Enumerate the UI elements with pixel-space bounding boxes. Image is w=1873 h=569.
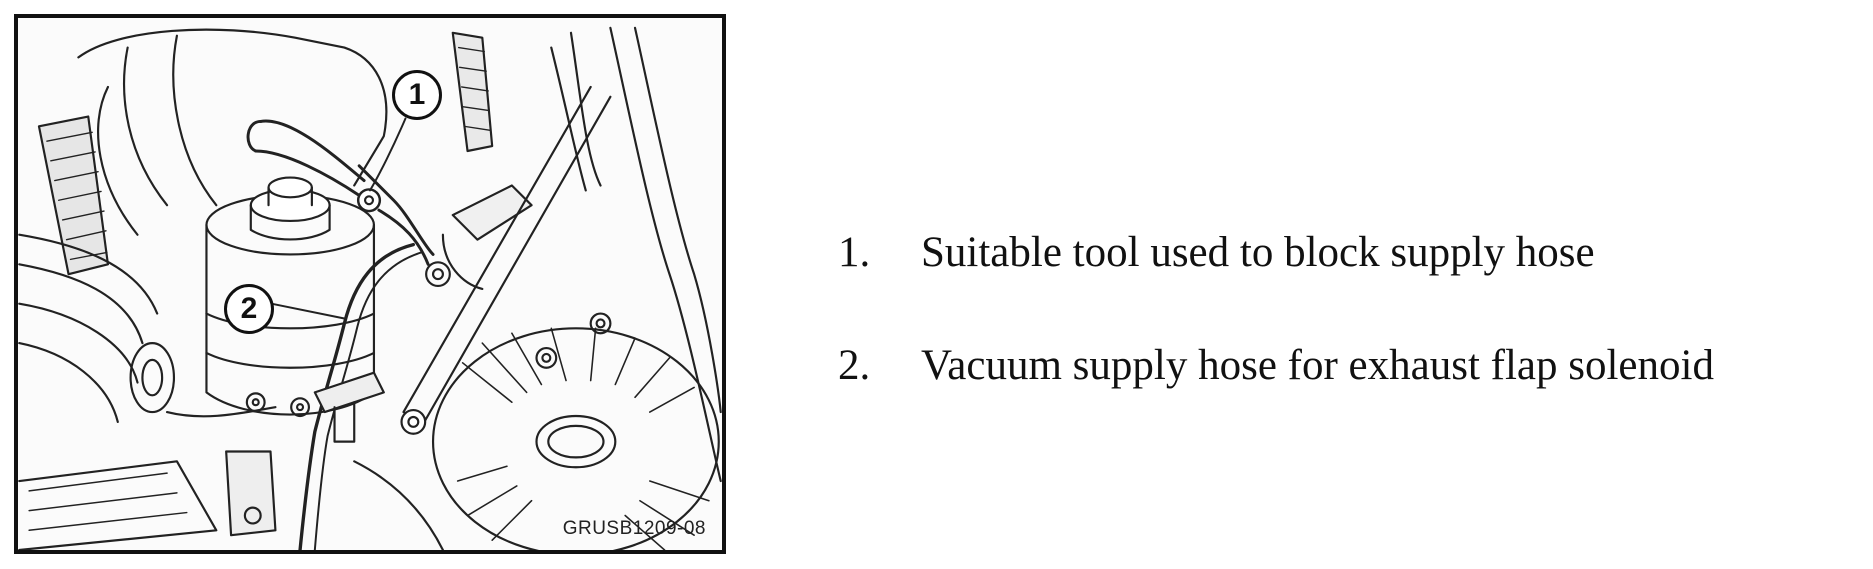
legend-item-1: 1. Suitable tool used to block supply ho… (838, 228, 1714, 341)
legend: 1. Suitable tool used to block supply ho… (838, 228, 1714, 454)
callout-2: 2 (224, 284, 274, 334)
callout-1: 1 (392, 70, 442, 120)
legend-item-text: Suitable tool used to block supply hose (921, 229, 1595, 276)
legend-item-number: 2. (838, 342, 871, 389)
figure-code: GRUSB1209-08 (562, 518, 706, 539)
callout-2-label: 2 (240, 292, 258, 325)
legend-item-2: 2. Vacuum supply hose for exhaust flap s… (838, 341, 1714, 454)
legend-item-number: 1. (838, 229, 871, 276)
callout-1-label: 1 (408, 78, 426, 111)
legend-item-text: Vacuum supply hose for exhaust flap sole… (921, 342, 1714, 389)
engine-line-drawing (18, 26, 722, 550)
engine-illustration: 1 2 GRUSB1209-08 (14, 14, 726, 554)
